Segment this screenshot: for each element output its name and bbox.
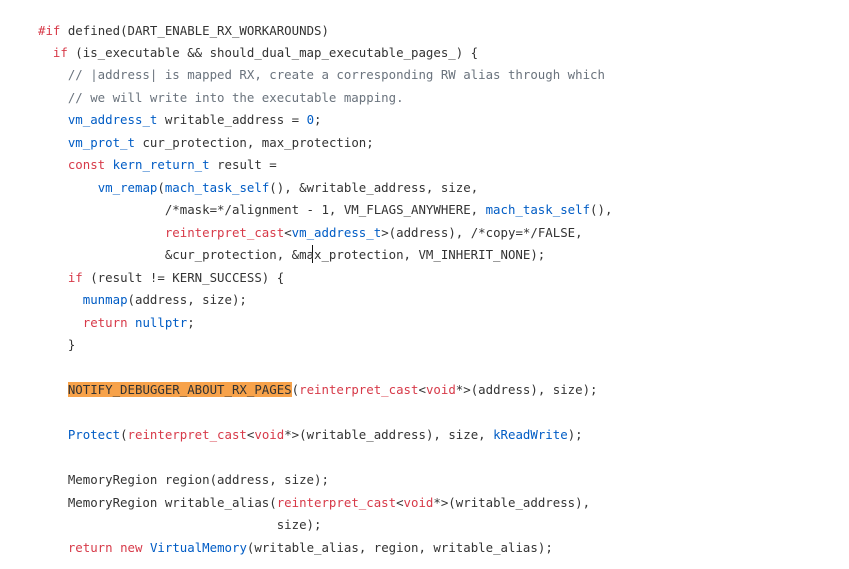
code-token: cur_protection, max_protection; [134,135,374,150]
code-token [38,180,98,195]
code-line: MemoryRegion region(address, size); [38,469,329,491]
code-token: ); [567,427,583,442]
code-line: size); [38,514,322,536]
code-line: vm_address_t writable_address = 0; [38,109,322,131]
code-line: &cur_protection, &max_protection, VM_INH… [38,244,545,266]
code-token: Protect [67,427,121,442]
code-line: if (result != KERN_SUCCESS) { [38,267,284,289]
code-line: vm_prot_t cur_protection, max_protection… [38,132,374,154]
highlighted-token: NOTIFY_DEBUGGER_ABOUT_RX_PAGES [67,382,292,397]
code-token [105,157,112,172]
code-token: < [418,382,426,397]
code-token: reinterpret_cast [164,225,285,240]
code-token: new [120,540,143,555]
code-token: if [67,270,83,285]
code-token: vm_address_t [291,225,382,240]
code-token [38,540,68,555]
code-token [38,45,53,60]
code-token: (), &writable_address, size, [269,180,479,195]
code-token: kReadWrite [493,427,568,442]
code-token: < [246,427,255,442]
code-line: // we will write into the executable map… [38,87,404,109]
code-line: munmap(address, size); [38,289,247,311]
code-token [38,157,68,172]
code-token: ; [314,112,322,127]
code-token: munmap [82,292,128,307]
code-token: const [67,157,106,172]
code-token [113,540,120,555]
code-token: *>(writable_address), [433,495,591,510]
code-token: (writable_alias, region, writable_alias)… [246,540,553,555]
code-token: ( [291,382,300,397]
text-cursor [312,245,313,263]
code-token [142,540,149,555]
code-token: *>(writable_address), size, [284,427,494,442]
code-token [38,112,68,127]
code-token: writable_address = [157,112,307,127]
code-token: reinterpret_cast [276,495,397,510]
code-token: /*mask=*/alignment - 1, VM_FLAGS_ANYWHER… [38,202,486,217]
code-token: ; [187,315,195,330]
code-token: mach_task_self [164,180,270,195]
code-line: Protect(reinterpret_cast<void*>(writable… [38,424,583,446]
code-token: mach_task_self [485,202,591,217]
code-token: &cur_protection, &max_protection, VM_INH… [38,247,546,262]
code-token: vm_address_t [67,112,158,127]
code-token: return [82,315,128,330]
code-line: } [38,334,75,356]
code-token: vm_prot_t [67,135,135,150]
code-token: (address, size); [127,292,247,307]
code-token: MemoryRegion writable_alias( [38,495,277,510]
code-token: // we will write into the executable map… [38,90,404,105]
code-line: reinterpret_cast<vm_address_t>(address),… [38,222,583,244]
code-token: // |address| is mapped RX, create a corr… [38,67,605,82]
code-token: nullptr [135,315,188,330]
code-token: return [67,540,113,555]
code-line: return nullptr; [38,312,195,334]
code-token: size); [38,517,322,532]
code-token: #if [38,23,61,38]
code-token: result = [209,157,277,172]
code-token: vm_remap [97,180,158,195]
code-line: const kern_return_t result = [38,154,277,176]
code-token: (is_executable && should_dual_map_execut… [67,45,479,60]
code-token [38,270,68,285]
code-line: /*mask=*/alignment - 1, VM_FLAGS_ANYWHER… [38,199,613,221]
code-line: #if defined(DART_ENABLE_RX_WORKAROUNDS) [38,20,329,42]
code-token: void [403,495,434,510]
code-token [38,135,68,150]
code-token: kern_return_t [112,157,210,172]
code-token [38,315,83,330]
code-line: if (is_executable && should_dual_map_exe… [38,42,478,64]
code-token: reinterpret_cast [299,382,419,397]
code-line: MemoryRegion writable_alias(reinterpret_… [38,492,590,514]
code-token: (), [590,202,613,217]
code-token [38,225,165,240]
code-token: < [396,495,404,510]
code-token: void [254,427,285,442]
code-token: >(address), /*copy=*/FALSE, [381,225,583,240]
code-token [38,427,68,442]
code-token: VirtualMemory [149,540,247,555]
code-line: NOTIFY_DEBUGGER_ABOUT_RX_PAGES(reinterpr… [38,379,598,401]
code-token: 0 [306,112,315,127]
code-token: *>(address), size); [455,382,598,397]
code-token: reinterpret_cast [127,427,247,442]
code-token [38,292,83,307]
code-token: MemoryRegion region(address, size); [38,472,329,487]
code-token: if [52,45,68,60]
code-token [38,382,68,397]
code-line: // |address| is mapped RX, create a corr… [38,64,605,86]
code-token: ( [120,427,128,442]
code-line: vm_remap(mach_task_self(), &writable_add… [38,177,478,199]
code-token: void [425,382,456,397]
code-line: return new VirtualMemory(writable_alias,… [38,537,553,559]
code-token: } [38,337,76,352]
code-token: ( [157,180,165,195]
code-token: < [284,225,292,240]
code-token: (result != KERN_SUCCESS) { [82,270,285,285]
code-token [128,315,135,330]
code-token: defined(DART_ENABLE_RX_WORKAROUNDS) [60,23,329,38]
